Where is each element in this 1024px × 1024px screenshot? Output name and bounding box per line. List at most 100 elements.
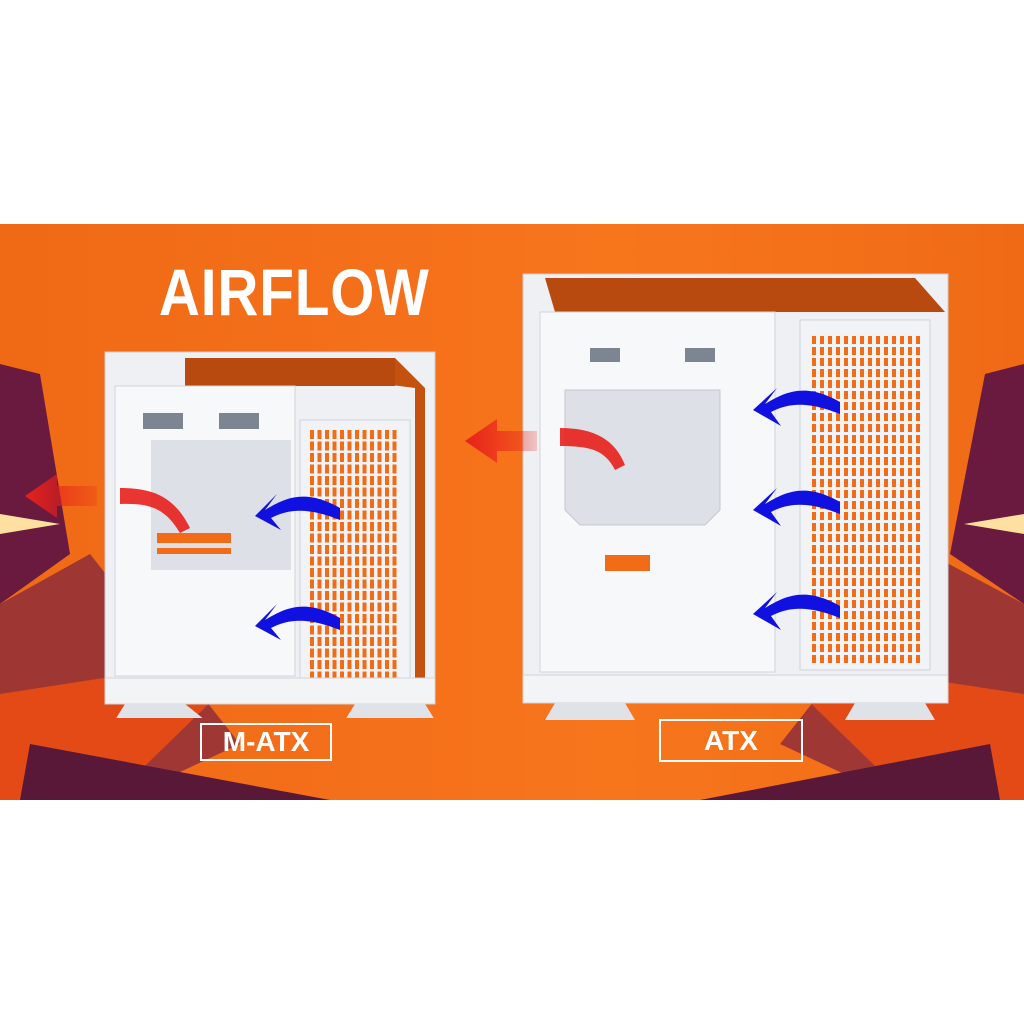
grill-slot — [310, 545, 314, 554]
grill-slot — [385, 625, 389, 635]
grill-slot — [852, 534, 856, 542]
grill-slot — [828, 589, 832, 597]
grill-slot — [916, 490, 920, 498]
grill-slot — [844, 391, 848, 399]
grill-slot — [868, 644, 872, 652]
grill-slot — [876, 644, 880, 652]
grill-slot — [836, 644, 840, 652]
grill-slot — [347, 545, 352, 554]
grill-slot — [325, 660, 329, 669]
grill-slot — [820, 655, 824, 663]
grill-slot — [844, 468, 848, 476]
grill-slot — [340, 568, 344, 577]
grill-slot — [836, 622, 840, 630]
grill-slot — [884, 589, 888, 597]
grill-slot — [828, 556, 832, 564]
grill-slot — [900, 347, 904, 355]
grill-slot — [892, 578, 896, 586]
grill-slot — [860, 644, 864, 652]
grill-slot — [828, 457, 832, 465]
grill-slot — [362, 441, 367, 451]
grill-slot — [868, 611, 872, 619]
grill-slot — [355, 591, 359, 600]
grill-slot — [310, 441, 314, 451]
grill-slot — [377, 476, 382, 485]
grill-slot — [392, 453, 397, 462]
grill-slot — [812, 556, 816, 564]
grill-slot — [828, 644, 832, 652]
grill-slot — [355, 625, 359, 635]
grill-slot — [908, 534, 912, 542]
grill-slot — [852, 611, 856, 619]
grill-slot — [385, 453, 389, 462]
grill-slot — [884, 523, 888, 531]
grill-slot — [392, 545, 397, 554]
grill-slot — [884, 512, 888, 520]
grill-slot — [900, 512, 904, 520]
grill-slot — [884, 545, 888, 553]
grill-slot — [392, 660, 397, 669]
grill-slot — [852, 633, 856, 641]
grill-slot — [916, 435, 920, 443]
grill-slot — [812, 512, 816, 520]
grill-slot — [836, 490, 840, 498]
grill-slot — [340, 545, 344, 554]
grill-slot — [908, 391, 912, 399]
grill-slot — [852, 402, 856, 410]
grill-slot — [340, 556, 344, 566]
grill-slot — [860, 369, 864, 377]
grill-slot — [908, 611, 912, 619]
grill-slot — [884, 611, 888, 619]
grill-slot — [868, 391, 872, 399]
grill-slot — [852, 556, 856, 564]
grill-slot — [377, 464, 382, 474]
grill-slot — [370, 671, 374, 681]
grill-slot — [900, 523, 904, 531]
grill-slot — [884, 600, 888, 608]
grill-slot — [876, 446, 880, 454]
grill-slot — [317, 533, 322, 543]
grill-slot — [868, 490, 872, 498]
grill-slot — [332, 591, 337, 600]
grill-slot — [908, 523, 912, 531]
grill-slot — [852, 501, 856, 509]
grill-slot — [392, 556, 397, 566]
grill-slot — [812, 336, 816, 344]
grill-slot — [844, 490, 848, 498]
grill-slot — [868, 567, 872, 575]
grill-slot — [347, 464, 352, 474]
grill-slot — [844, 347, 848, 355]
grill-slot — [868, 457, 872, 465]
grill-slot — [852, 589, 856, 597]
grill-slot — [844, 567, 848, 575]
grill-slot — [884, 435, 888, 443]
grill-slot — [325, 441, 329, 451]
grill-slot — [317, 487, 322, 497]
grill-slot — [347, 591, 352, 600]
grill-slot — [385, 522, 389, 531]
grill-slot — [916, 655, 920, 663]
grill-slot — [836, 380, 840, 388]
grill-slot — [892, 391, 896, 399]
grill-slot — [392, 430, 397, 439]
grill-slot — [310, 510, 314, 520]
grill-slot — [916, 424, 920, 432]
grill-slot — [884, 644, 888, 652]
grill-slot — [340, 464, 344, 474]
grill-slot — [884, 380, 888, 388]
grill-slot — [317, 648, 322, 658]
grill-slot — [876, 435, 880, 443]
grill-slot — [900, 479, 904, 487]
grill-slot — [900, 336, 904, 344]
grill-slot — [852, 336, 856, 344]
grill-slot — [852, 622, 856, 630]
atx-label: ATX — [659, 719, 803, 762]
grill-slot — [828, 523, 832, 531]
grill-slot — [812, 622, 816, 630]
grill-slot — [820, 424, 824, 432]
grill-slot — [355, 533, 359, 543]
grill-slot — [332, 579, 337, 589]
grill-slot — [377, 671, 382, 681]
grill-slot — [908, 567, 912, 575]
grill-slot — [900, 589, 904, 597]
